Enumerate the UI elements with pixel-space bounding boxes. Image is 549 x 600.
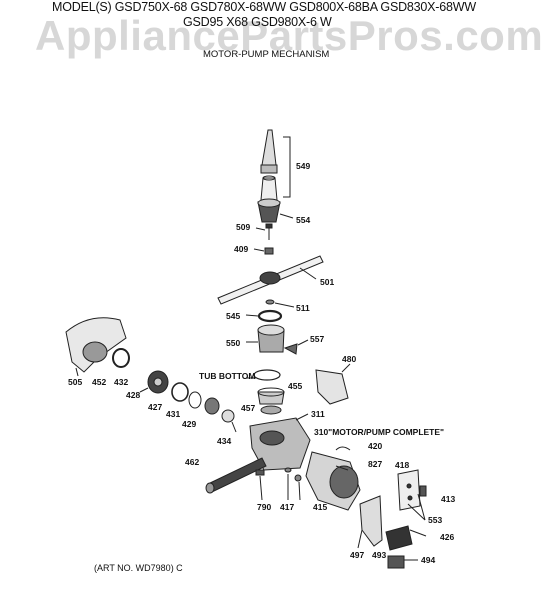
part-557-clip <box>283 339 309 355</box>
part-tub-bottom-gasket <box>253 369 281 381</box>
callout-311: 311 <box>311 409 325 419</box>
part-511-washer <box>265 299 275 305</box>
part-509-screw <box>255 223 273 240</box>
diagram-subtitle: MOTOR-PUMP MECHANISM <box>203 49 330 60</box>
model-list-line-1: MODEL(S) GSD750X-68 GSD780X-68WW GSD800X… <box>52 0 476 14</box>
part-311-pump-housing <box>249 413 311 471</box>
part-480-chute <box>315 363 351 405</box>
callout-554: 554 <box>296 215 311 225</box>
callout-415: 415 <box>313 502 328 512</box>
art-number: (ART NO. WD7980) C <box>94 563 183 573</box>
motor-pump-complete-label: 310"MOTOR/PUMP COMPLETE" <box>314 427 445 437</box>
callout-428: 428 <box>126 390 141 400</box>
callout-409: 409 <box>234 244 249 254</box>
watermark: AppliancePartsPros.com <box>35 12 544 59</box>
part-413-screw <box>419 485 427 497</box>
part-415-screw <box>294 474 302 482</box>
part-462-hose <box>205 457 267 494</box>
part-428-impeller <box>139 370 169 394</box>
model-list-line-2: GSD95 X68 GSD980X-6 W <box>183 15 332 29</box>
part-431-ring <box>188 391 202 409</box>
part-455-seal <box>257 387 285 405</box>
callout-413: 413 <box>441 494 456 504</box>
part-494-connector <box>387 555 405 569</box>
part-418-switch-bracket <box>397 469 421 511</box>
part-motor <box>305 451 361 511</box>
part-790-clamp <box>255 469 265 476</box>
tub-bottom-label: TUB BOTTOM <box>199 371 256 381</box>
callout-550: 550 <box>226 338 241 348</box>
callout-418: 418 <box>395 460 410 470</box>
part-434-plug <box>221 409 235 423</box>
part-409-nut <box>253 247 274 255</box>
callout-457: 457 <box>241 403 256 413</box>
callout-501: 501 <box>320 277 335 287</box>
callout-480: 480 <box>342 354 357 364</box>
callout-545: 545 <box>226 311 241 321</box>
part-427-ring <box>171 382 189 402</box>
callout-827: 827 <box>368 459 383 469</box>
part-420-wire <box>335 446 351 451</box>
part-501-wash-arm <box>217 255 324 305</box>
callout-494: 494 <box>421 555 436 565</box>
callout-434: 434 <box>217 436 232 446</box>
callout-790: 790 <box>257 502 272 512</box>
part-505-filter-housing <box>65 317 127 377</box>
part-554-bearing <box>257 198 294 223</box>
callout-509: 509 <box>236 222 251 232</box>
callout-455: 455 <box>288 381 303 391</box>
part-497-motor-bracket <box>357 495 383 549</box>
callout-420: 420 <box>368 441 383 451</box>
part-553-leader <box>407 503 426 521</box>
callout-557: 557 <box>310 334 325 344</box>
callout-417: 417 <box>280 502 295 512</box>
part-549-spray-tower <box>260 129 291 201</box>
callout-505: 505 <box>68 377 83 387</box>
callout-431: 431 <box>166 409 181 419</box>
part-429-cover <box>204 397 220 415</box>
callout-432: 432 <box>114 377 129 387</box>
part-452-seal <box>112 348 130 368</box>
callout-452: 452 <box>92 377 107 387</box>
part-417-washer <box>284 467 292 473</box>
part-457-gasket <box>260 405 282 415</box>
callout-426: 426 <box>440 532 455 542</box>
part-493-relay <box>385 525 427 551</box>
callout-553: 553 <box>428 515 443 525</box>
part-550-housing <box>246 324 285 353</box>
callout-493: 493 <box>372 550 387 560</box>
callout-497: 497 <box>350 550 365 560</box>
part-545-ring <box>257 309 283 323</box>
callout-427: 427 <box>148 402 163 412</box>
callout-429: 429 <box>182 419 197 429</box>
callout-462: 462 <box>185 457 200 467</box>
callout-511: 511 <box>296 303 310 313</box>
callout-549: 549 <box>296 161 311 171</box>
